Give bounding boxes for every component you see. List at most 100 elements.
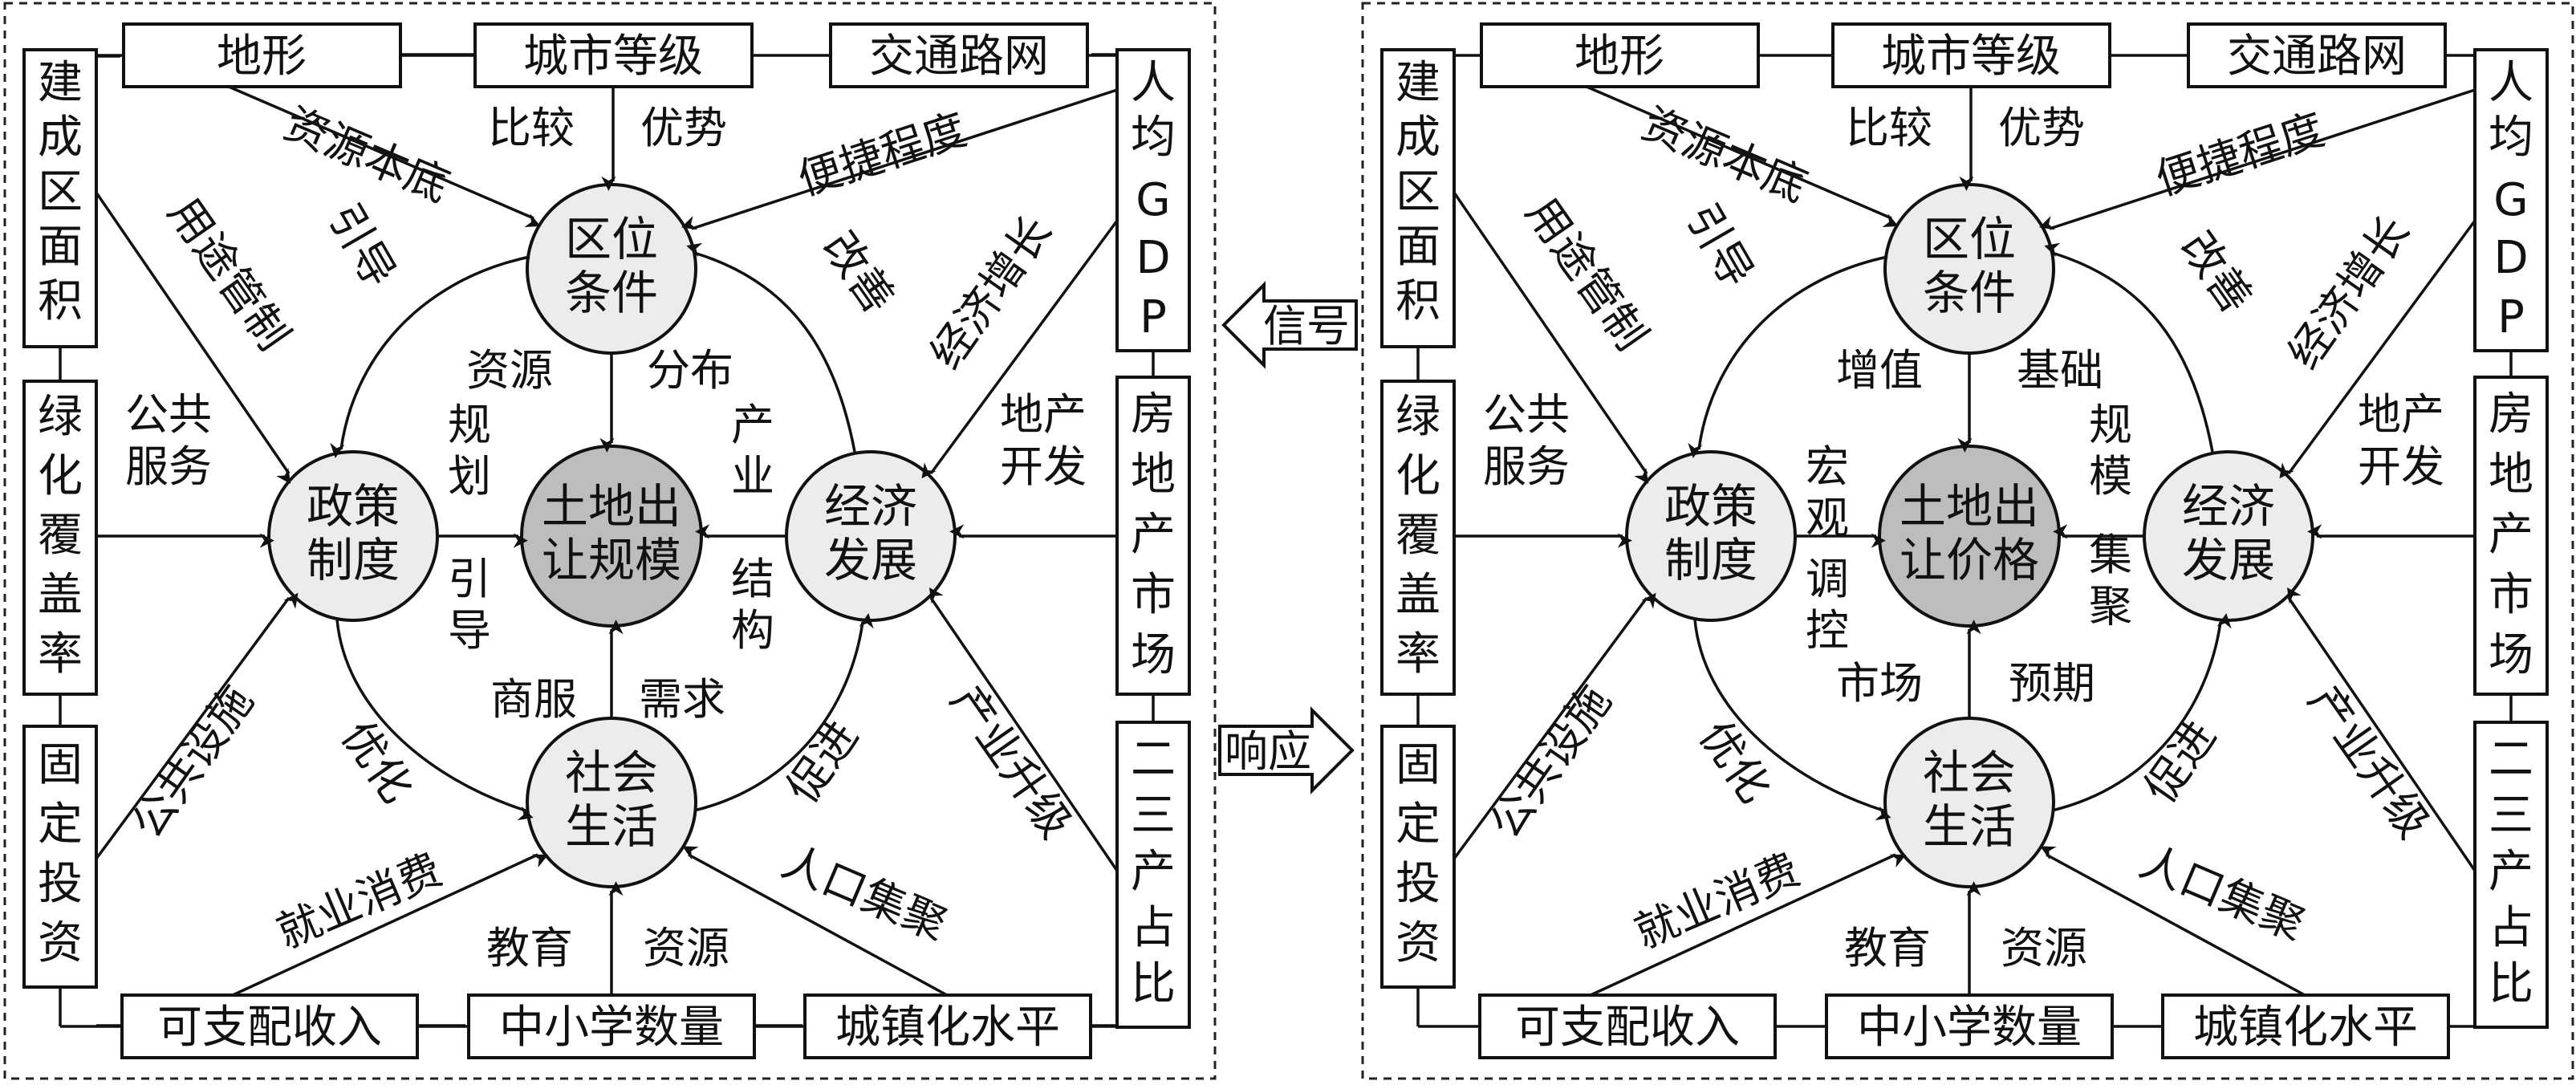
inner-right-col2-1: 聚 bbox=[2089, 581, 2132, 632]
box-greening-c3: 盖 bbox=[38, 569, 83, 621]
box-real-estate-c3: 市 bbox=[1131, 569, 1176, 621]
label-public-facility: 公共设施 bbox=[1480, 677, 1620, 847]
box-gdp-c1: 均 bbox=[1131, 112, 1176, 164]
arrow-fixedinvest-to-policy bbox=[1453, 592, 1656, 860]
arrow-income-to-society bbox=[232, 853, 549, 997]
box-real-estate-c4: 场 bbox=[2489, 629, 2533, 681]
inner-left-col-0: 规 bbox=[448, 400, 491, 450]
box-urbanization-label: 城镇化水平 bbox=[2193, 1002, 2418, 1054]
node-society-l1: 社会 bbox=[565, 746, 658, 800]
arrow-economy-to-location bbox=[2044, 242, 2214, 453]
label-convenience: 便捷程度 bbox=[2150, 104, 2330, 205]
inner-top-left: 资源 bbox=[466, 345, 553, 396]
label-advantage: 优势 bbox=[1998, 103, 2085, 153]
box-gdp: 人 均 G D P bbox=[1115, 48, 1191, 352]
box-fixed-invest: 固 定 投 资 bbox=[22, 725, 98, 989]
box-schools: 中小学数量 bbox=[467, 994, 756, 1059]
box-built-area: 建 成 区 面 积 bbox=[1380, 48, 1456, 348]
label-industry-upgrade: 产业升级 bbox=[941, 677, 1081, 847]
box-real-estate-c1: 地 bbox=[2489, 449, 2533, 501]
box-fixed-invest-c3: 资 bbox=[38, 917, 83, 969]
inner-left-col2-1: 导 bbox=[448, 605, 491, 656]
inner-left-col-0: 宏 bbox=[1806, 441, 1849, 492]
arrow-society-to-economy bbox=[693, 613, 874, 812]
box-city-grade: 城市等级 bbox=[1831, 22, 2111, 88]
box-gdp: 人 均 G D P bbox=[2473, 48, 2549, 352]
box-urbanization-label: 城镇化水平 bbox=[835, 1002, 1060, 1054]
node-policy-l2: 制度 bbox=[1664, 533, 1757, 587]
arrow-economy-to-location bbox=[686, 242, 856, 453]
label-public-service-2: 服务 bbox=[125, 441, 212, 492]
box-built-area-c1: 成 bbox=[38, 112, 83, 164]
inner-bottom-right: 预期 bbox=[2009, 658, 2095, 709]
box-built-area-c3: 面 bbox=[1396, 221, 1440, 273]
box-terrain: 地形 bbox=[1480, 22, 1760, 88]
box-schools-label: 中小学数量 bbox=[1857, 1002, 2082, 1054]
box-greening-c2: 覆 bbox=[38, 510, 83, 562]
arrow-income-to-society bbox=[1590, 853, 1907, 997]
node-society-l2: 生活 bbox=[565, 799, 658, 854]
inner-bottom-right: 需求 bbox=[639, 674, 725, 725]
box-greening-c1: 化 bbox=[38, 450, 83, 502]
node-location: 区位 条件 bbox=[1883, 183, 2055, 355]
node-policy-l1: 政策 bbox=[1664, 479, 1757, 534]
box-industry-ratio-c1: 三 bbox=[2489, 790, 2533, 842]
box-income: 可支配收入 bbox=[120, 994, 419, 1059]
node-location: 区位 条件 bbox=[526, 183, 697, 355]
inner-bottom-left: 商服 bbox=[490, 674, 577, 725]
box-greening-c4: 率 bbox=[38, 628, 83, 681]
inner-bottom-left: 市场 bbox=[1836, 658, 1923, 709]
inner-top-right: 基础 bbox=[2017, 345, 2103, 396]
inner-right-col-0: 规 bbox=[2089, 400, 2132, 450]
node-center: 土地出 让价格 bbox=[1878, 445, 2061, 628]
label-advantage: 优势 bbox=[640, 103, 727, 153]
box-built-area-c3: 面 bbox=[38, 221, 83, 273]
box-schools: 中小学数量 bbox=[1825, 994, 2114, 1059]
node-location-l1: 区位 bbox=[1923, 212, 2016, 266]
box-city-grade-label: 城市等级 bbox=[1881, 30, 2061, 83]
arrow-urbanization-to-society bbox=[682, 846, 948, 997]
panel-land-supply-scale: 地形 城市等级 交通路网 可支配收入 中小学数量 城镇化水平 bbox=[3, 2, 1217, 1080]
label-pop-cluster: 人口集聚 bbox=[775, 836, 954, 950]
box-greening: 绿 化 覆 盖 率 bbox=[1380, 380, 1456, 696]
label-optimize: 优化 bbox=[331, 712, 423, 812]
box-fixed-invest-c0: 固 bbox=[1396, 739, 1440, 791]
arrow-industry-to-economy bbox=[2286, 587, 2476, 872]
box-greening-c3: 盖 bbox=[1396, 569, 1440, 621]
arrow-gdp-to-economy bbox=[921, 219, 1119, 479]
node-center-l2: 让价格 bbox=[1899, 533, 2039, 587]
arrow-traffic-to-location bbox=[2038, 88, 2476, 230]
node-center-l1: 土地出 bbox=[542, 479, 681, 534]
label-realty-dev-2: 开发 bbox=[1000, 441, 1087, 492]
box-gdp-c3: D bbox=[1136, 232, 1170, 284]
box-gdp-c1: 均 bbox=[2489, 112, 2533, 164]
inner-left-col2-1: 控 bbox=[1806, 605, 1849, 656]
node-society-l1: 社会 bbox=[1923, 746, 2016, 800]
inner-right-col2-0: 结 bbox=[731, 554, 774, 604]
box-built-area-c4: 积 bbox=[38, 275, 83, 327]
label-public-service-1: 公共 bbox=[125, 389, 212, 440]
arrow-terrain-to-location bbox=[1586, 85, 1899, 228]
box-built-area-c1: 成 bbox=[1396, 112, 1440, 164]
label-econ-growth: 经济增长 bbox=[2278, 207, 2419, 378]
label-convenience: 便捷程度 bbox=[792, 104, 973, 205]
box-fixed-invest-c1: 定 bbox=[1396, 798, 1440, 851]
arrow-fixedinvest-to-policy bbox=[95, 592, 299, 860]
box-gdp-c3: D bbox=[2493, 232, 2528, 284]
response-label: 响应 bbox=[1225, 726, 1311, 777]
inner-left-col2-0: 引 bbox=[448, 554, 491, 604]
inner-right-col2-1: 构 bbox=[731, 605, 774, 656]
box-income: 可支配收入 bbox=[1478, 994, 1777, 1059]
box-income-label: 可支配收入 bbox=[157, 1002, 382, 1054]
node-policy: 政策 制度 bbox=[1625, 450, 1797, 622]
label-guide-top: 引导 bbox=[1676, 195, 1764, 295]
label-optimize: 优化 bbox=[1689, 712, 1781, 812]
box-greening-c4: 率 bbox=[1396, 628, 1440, 681]
node-economy-l1: 经济 bbox=[2182, 479, 2275, 534]
box-greening: 绿 化 覆 盖 率 bbox=[22, 380, 98, 696]
box-gdp-c0: 人 bbox=[2489, 57, 2533, 109]
node-economy-l2: 发展 bbox=[2182, 533, 2275, 587]
label-resources: 资源 bbox=[2001, 923, 2087, 973]
label-employment: 就业消费 bbox=[1627, 844, 1806, 958]
